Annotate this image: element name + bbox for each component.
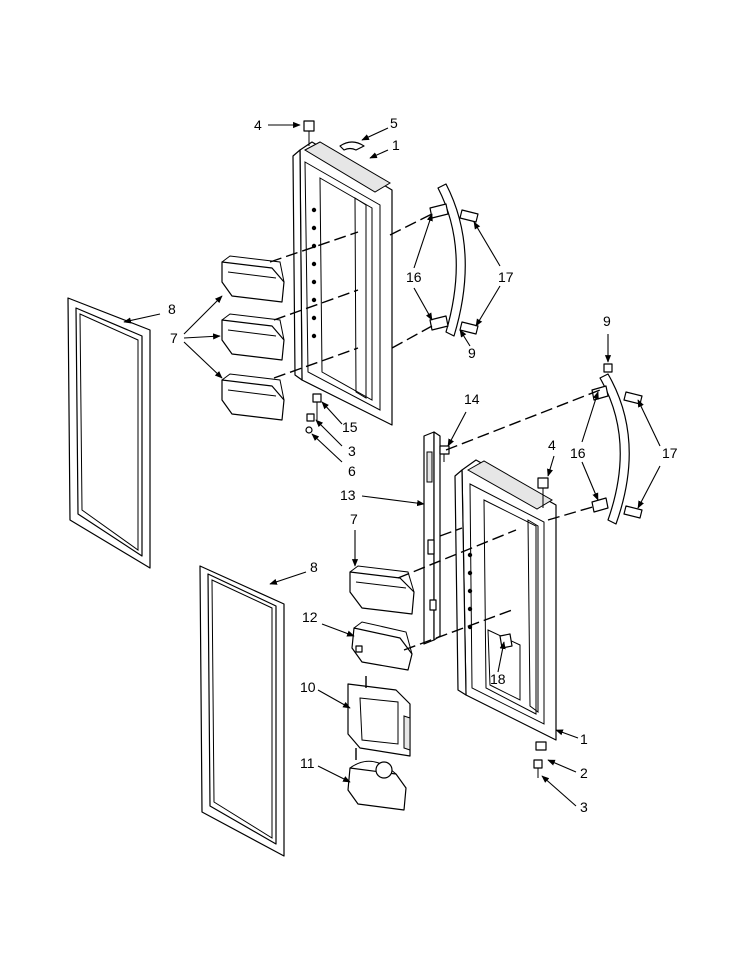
assembly-lines-lower [355, 389, 601, 764]
callout-2: 2 [580, 765, 588, 781]
callout-14: 14 [464, 391, 480, 407]
callout-9-lower: 9 [603, 313, 611, 329]
right-door [454, 459, 557, 741]
callout-8-left: 8 [168, 301, 176, 317]
gasket-left [67, 297, 151, 569]
door-bin-right [349, 565, 415, 615]
bin-bracket [347, 683, 411, 757]
callout-8-right: 8 [310, 559, 318, 575]
gasket-right [199, 565, 285, 857]
callout-4-left: 4 [254, 117, 262, 133]
mullion-screw [439, 445, 450, 462]
callout-13: 13 [340, 487, 356, 503]
hinge-pin-left [303, 120, 315, 146]
callout-12: 12 [302, 609, 318, 625]
left-door [292, 141, 393, 426]
callout-16-upper: 16 [406, 269, 422, 285]
callout-5: 5 [390, 115, 398, 131]
hinge-cap [339, 141, 365, 151]
callout-17-lower: 17 [662, 445, 678, 461]
assembly-lines-upper [269, 213, 433, 379]
callout-11: 11 [300, 755, 315, 771]
door-clip [499, 633, 513, 649]
callout-3-left: 3 [348, 443, 356, 459]
callout-18: 18 [490, 671, 506, 687]
mullion [423, 431, 441, 645]
hinge-pin-right [537, 477, 549, 508]
callout-7-right: 7 [350, 511, 358, 527]
callout-6: 6 [348, 463, 356, 479]
callout-16-lower: 16 [570, 445, 586, 461]
callout-1-right: 1 [580, 731, 588, 747]
callout-15: 15 [342, 419, 358, 435]
callout-labels: 4 5 1 16 17 9 8 7 15 3 6 14 13 7 8 12 10… [168, 115, 678, 815]
callout-17-upper: 17 [498, 269, 514, 285]
leader-lines [123, 121, 661, 807]
small-bin [347, 760, 407, 811]
callout-1-left: 1 [392, 137, 400, 153]
handle-lower [591, 363, 643, 525]
callout-9-upper: 9 [468, 345, 476, 361]
callout-10: 10 [300, 679, 316, 695]
right-door-bottom-hardware [533, 741, 547, 778]
door-bins-left [221, 255, 285, 421]
callout-3-right: 3 [580, 799, 588, 815]
callout-4-right: 4 [548, 437, 556, 453]
callout-7-left: 7 [170, 330, 178, 346]
left-door-bottom-hardware [305, 393, 322, 434]
dairy-bin [351, 621, 413, 671]
handle-upper [429, 183, 479, 337]
right-door-shelf-holes [467, 552, 473, 630]
